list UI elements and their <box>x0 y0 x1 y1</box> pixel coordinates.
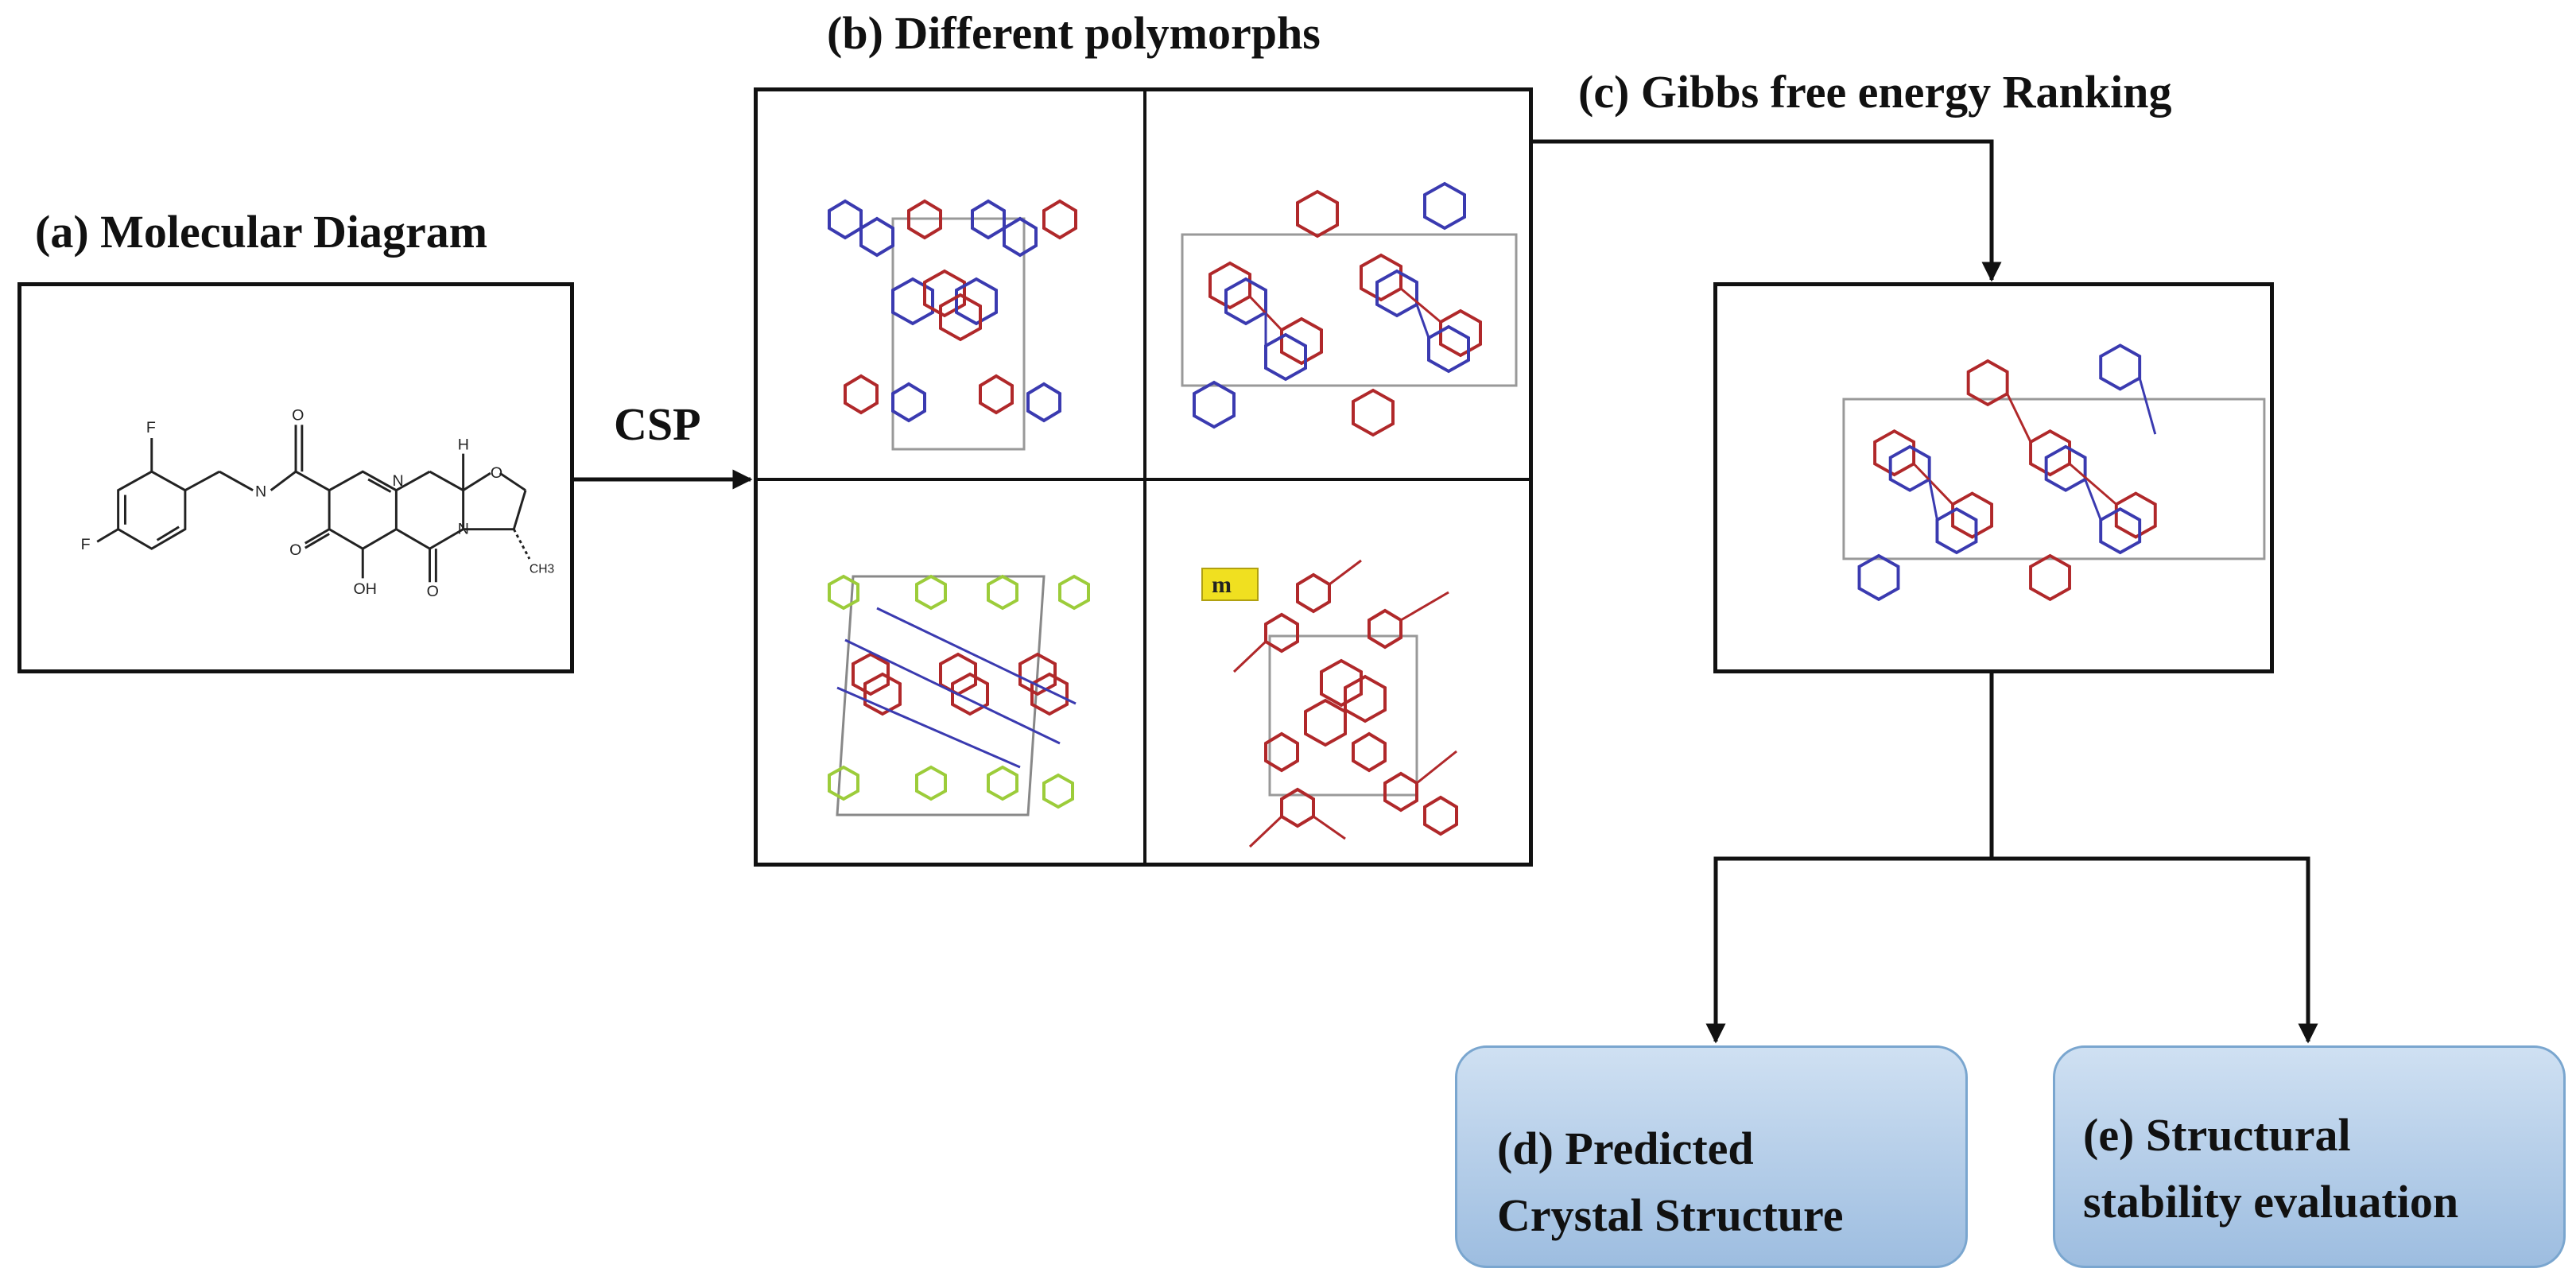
ranked-structure-box <box>1713 282 2274 673</box>
panel4-tag: m <box>1212 572 1232 598</box>
grid-vertical-divider <box>1143 91 1146 863</box>
title-different-polymorphs: (b) Different polymorphs <box>827 7 1321 59</box>
predicted-line-1: (d) Predicted <box>1497 1123 1754 1174</box>
predicted-crystal-structure-box: (d) Predicted Crystal Structure <box>1455 1045 1968 1268</box>
predicted-line-2: Crystal Structure <box>1497 1189 1844 1241</box>
atom-oh: OH <box>353 580 376 598</box>
polymorph-structure-2 <box>1181 181 1518 437</box>
polymorph-grid: m <box>754 87 1533 867</box>
polymorph-panel-4: m <box>1146 481 1534 867</box>
polymorph-structure-3 <box>828 574 1090 816</box>
atom-f1: F <box>146 419 156 436</box>
atom-n2: N <box>458 521 469 538</box>
ranking-arrow <box>1530 139 2002 282</box>
atom-h: H <box>458 436 469 454</box>
polymorph-panel-1 <box>758 91 1143 478</box>
stability-line-1: (e) Structural <box>2083 1109 2351 1161</box>
title-molecular-diagram: (a) Molecular Diagram <box>35 206 488 258</box>
atom-f2: F <box>81 536 91 553</box>
branch-left-arrow <box>1705 856 1992 1044</box>
atom-nh: N <box>255 483 266 501</box>
csp-label: CSP <box>614 398 701 450</box>
atom-o-keto: O <box>289 541 301 559</box>
polymorph-structure-1 <box>828 199 1077 451</box>
atom-o2: O <box>427 583 439 600</box>
structural-stability-box: (e) Structural stability evaluation <box>2053 1045 2566 1268</box>
polymorph-panel-3 <box>758 481 1143 867</box>
stability-line-2: stability evaluation <box>2083 1176 2459 1228</box>
atom-o-amide: O <box>292 407 304 425</box>
polymorph-panel-2 <box>1146 91 1534 478</box>
atom-ch3: CH3 <box>530 563 555 576</box>
ranked-structure <box>1842 343 2266 602</box>
grid-horizontal-divider <box>758 478 1529 481</box>
atom-n1: N <box>392 472 403 490</box>
molecule-structure: F F O N H N O O OH O N CH3 <box>81 407 555 600</box>
title-gibbs-ranking: (c) Gibbs free energy Ranking <box>1578 66 2172 118</box>
polymorph-structure-4: m <box>1201 559 1458 848</box>
branch-right-arrow <box>1992 856 2318 1044</box>
molecular-diagram-box: F F O N H N O O OH O N CH3 <box>17 282 574 673</box>
atom-o-ring: O <box>491 464 502 482</box>
